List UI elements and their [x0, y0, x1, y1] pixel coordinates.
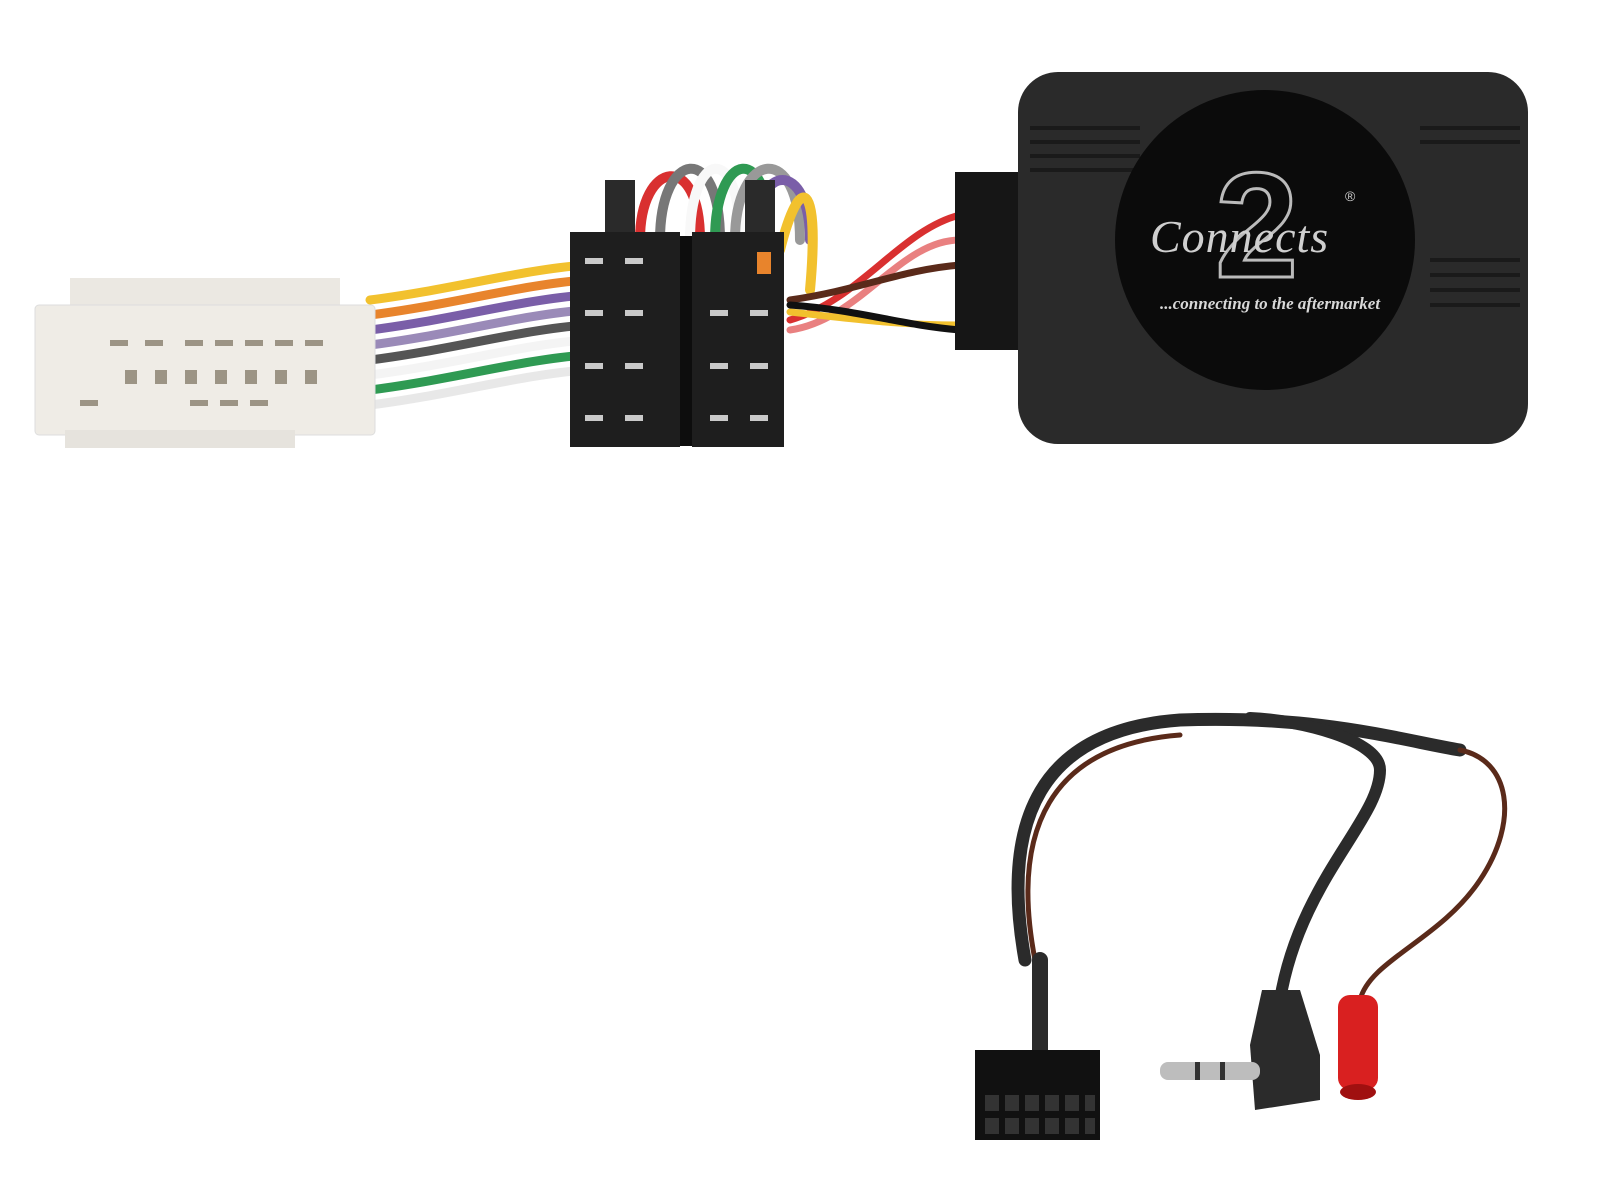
- interface-module: [955, 72, 1528, 444]
- harness-wires: [365, 260, 590, 410]
- patch-lead-cables: [1011, 712, 1508, 1063]
- red-spade-connector: [1338, 995, 1378, 1100]
- logo-script: Connects: [1150, 211, 1330, 262]
- twelve-pin-connector: [975, 1050, 1100, 1140]
- logo-tagline: ...connecting to the aftermarket: [1160, 294, 1381, 313]
- module-wires: [786, 211, 964, 334]
- white-harness-plug: [34, 278, 376, 448]
- iso-connector-pair: [570, 180, 784, 447]
- logo-numeral: 2: [1213, 141, 1299, 309]
- audio-jack: [1160, 990, 1320, 1110]
- registered-mark: ®: [1345, 188, 1356, 204]
